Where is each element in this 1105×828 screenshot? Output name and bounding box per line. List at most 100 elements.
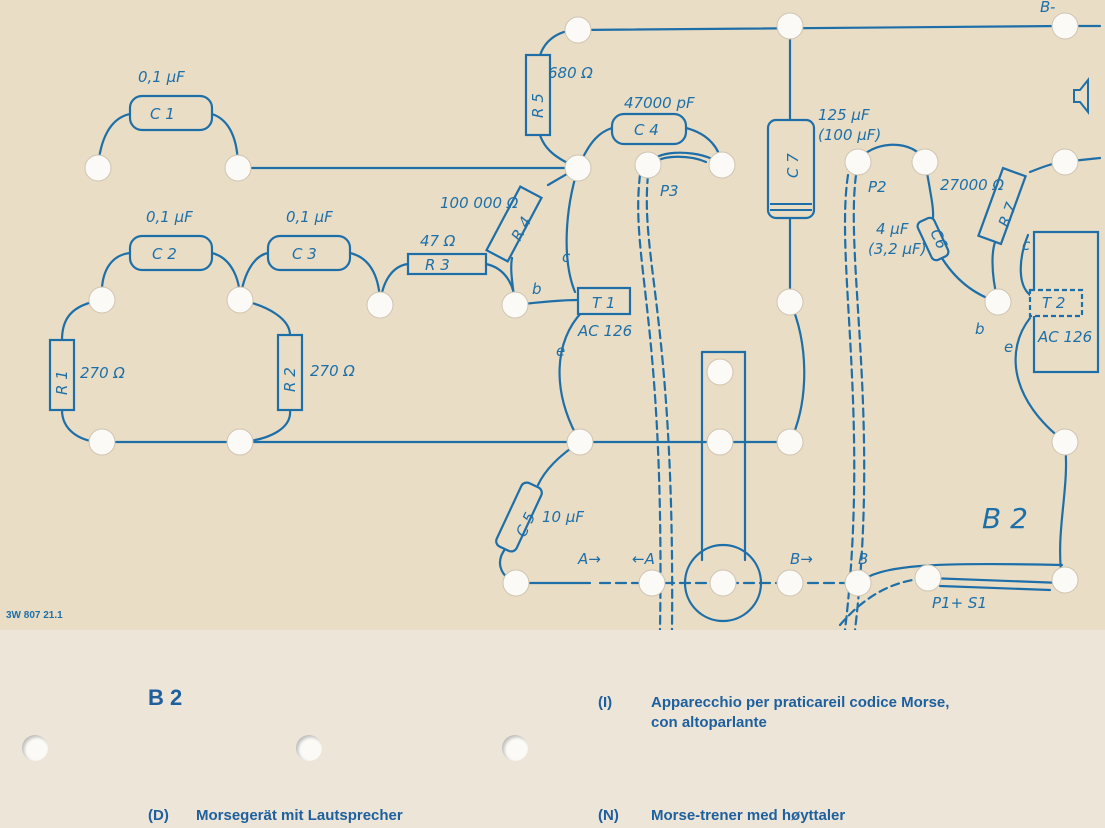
r5-value: 680 Ω bbox=[548, 64, 593, 82]
transistor-t1 bbox=[576, 286, 632, 316]
c7-name: C 7 bbox=[784, 153, 802, 178]
resistor-r1 bbox=[48, 338, 76, 412]
c4-value: 47000 pF bbox=[624, 94, 695, 112]
wire-right-down bbox=[1059, 440, 1068, 582]
c4-name: C 4 bbox=[634, 121, 659, 139]
circuit-diagram: 0,1 µF C 1 0,1 µF C 2 0,1 µF C 3 47 Ω R … bbox=[6, 0, 1102, 630]
hole bbox=[564, 154, 592, 182]
c6-value: 4 µF bbox=[876, 220, 909, 238]
point-b-minus: B- bbox=[1040, 0, 1055, 16]
t1-pin-c: c bbox=[562, 248, 571, 266]
hole bbox=[709, 569, 737, 597]
wire-t1-e bbox=[558, 310, 584, 444]
hole bbox=[226, 286, 254, 314]
c7-value-alt: (100 µF) bbox=[818, 126, 881, 144]
hole bbox=[706, 358, 734, 386]
t1-pin-e: e bbox=[556, 342, 565, 360]
capacitor-c5 bbox=[495, 481, 543, 553]
c3-value: 0,1 µF bbox=[286, 208, 333, 226]
hole bbox=[914, 564, 942, 592]
resistor-r7 bbox=[977, 166, 1027, 246]
capacitor-c6 bbox=[916, 216, 950, 262]
r1-name: R 1 bbox=[53, 370, 71, 395]
hole bbox=[708, 151, 736, 179]
wire-b-minus bbox=[1060, 24, 1102, 164]
lang-d-text: Morsegerät mit Lautsprecher bbox=[196, 807, 403, 824]
r3-value: 47 Ω bbox=[420, 232, 456, 250]
c5-value: 10 µF bbox=[542, 508, 584, 526]
speaker-icon bbox=[1073, 77, 1089, 115]
hole bbox=[88, 428, 116, 456]
hole bbox=[366, 291, 394, 319]
t1-name: T 1 bbox=[592, 294, 615, 312]
lang-i-text-1: Apparecchio per praticareil codice Morse… bbox=[651, 694, 950, 711]
c7-band bbox=[770, 203, 812, 211]
hole bbox=[776, 288, 804, 316]
r5-name: R 5 bbox=[529, 93, 547, 118]
t2-type: AC 126 bbox=[1037, 328, 1092, 346]
dashed-channel-right bbox=[843, 173, 866, 630]
lang-i-code: (I) bbox=[598, 694, 613, 711]
part-code: 3W 807 21.1 bbox=[6, 610, 63, 621]
c7-value: 125 µF bbox=[818, 106, 870, 124]
point-a-left: A→ bbox=[577, 550, 601, 568]
capacitor-c4 bbox=[610, 112, 688, 146]
point-a-right: ←A bbox=[632, 550, 655, 568]
r2-value: 270 Ω bbox=[310, 362, 355, 380]
hole bbox=[776, 569, 804, 597]
hole bbox=[1051, 566, 1079, 594]
hole bbox=[564, 16, 592, 44]
hole bbox=[296, 735, 322, 761]
wire-top-main bbox=[576, 24, 1064, 32]
resistor-r4 bbox=[485, 185, 543, 263]
point-p2: P2 bbox=[868, 178, 887, 196]
hole bbox=[501, 291, 529, 319]
hole bbox=[776, 12, 804, 40]
hole bbox=[634, 151, 662, 179]
t2-pin-b: b bbox=[975, 320, 985, 338]
wire-t1-c bbox=[565, 166, 580, 294]
c2-value: 0,1 µF bbox=[146, 208, 193, 226]
hole bbox=[88, 286, 116, 314]
wire-c7-down bbox=[788, 300, 806, 444]
circuit-card: 0,1 µF C 1 0,1 µF C 2 0,1 µF C 3 47 Ω R … bbox=[0, 0, 1105, 630]
t2-pin-c: c bbox=[1022, 236, 1031, 254]
capacitor-c3 bbox=[266, 234, 352, 272]
hole bbox=[1051, 428, 1079, 456]
t1-type: AC 126 bbox=[577, 322, 632, 340]
c3-name: C 3 bbox=[292, 245, 317, 263]
r7-value: 27000 Ω bbox=[940, 176, 1004, 194]
hole bbox=[22, 735, 48, 761]
morse-key-slot bbox=[700, 350, 747, 562]
point-b-right: B bbox=[858, 550, 868, 568]
hole bbox=[224, 154, 252, 182]
hole bbox=[84, 154, 112, 182]
point-p3: P3 bbox=[660, 182, 679, 200]
r1-value: 270 Ω bbox=[80, 364, 125, 382]
capacitor-c1 bbox=[128, 94, 214, 132]
hole bbox=[1051, 12, 1079, 40]
holes bbox=[84, 12, 1079, 597]
c1-value: 0,1 µF bbox=[138, 68, 185, 86]
hole bbox=[502, 569, 530, 597]
hole bbox=[502, 735, 528, 761]
hole bbox=[706, 428, 734, 456]
bottom-title: B 2 bbox=[148, 685, 183, 710]
point-p1-s1: P1+ S1 bbox=[932, 594, 987, 612]
lang-i-text-2: con altoparlante bbox=[651, 714, 767, 731]
lang-d-code: (D) bbox=[148, 807, 169, 824]
c1-name: C 1 bbox=[150, 105, 175, 123]
bottom-strip: B 2 (I) Apparecchio per praticareil codi… bbox=[0, 630, 1105, 828]
hole bbox=[566, 428, 594, 456]
r4-value: 100 000 Ω bbox=[440, 194, 519, 212]
lang-n-code: (N) bbox=[598, 807, 619, 824]
hole bbox=[226, 428, 254, 456]
t2-pin-e: e bbox=[1004, 338, 1013, 356]
hole bbox=[776, 428, 804, 456]
dashed-channel-left bbox=[637, 173, 674, 630]
r3-name: R 3 bbox=[425, 256, 450, 274]
t1-pin-b: b bbox=[532, 280, 542, 298]
capacitor-c7 bbox=[766, 118, 816, 220]
capacitor-c2 bbox=[128, 234, 214, 272]
wire-t2-c bbox=[1019, 233, 1032, 297]
